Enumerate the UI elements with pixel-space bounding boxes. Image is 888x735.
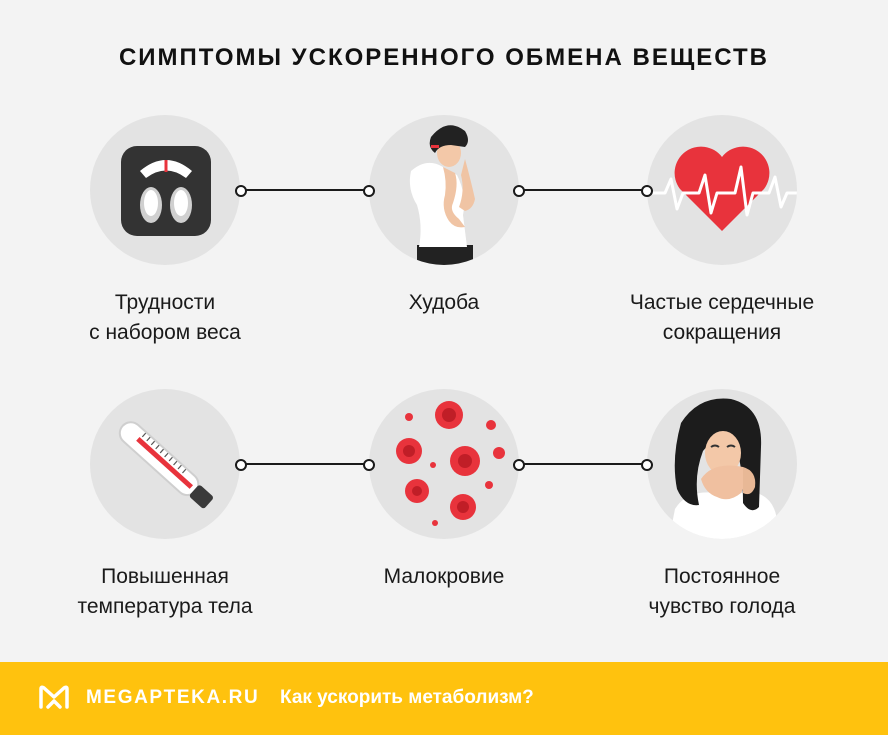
symptom-circle-hunger: [647, 389, 797, 539]
connector-line: [243, 189, 367, 191]
connector-dot: [363, 459, 375, 471]
blood-cells-icon: [396, 401, 505, 526]
symptom-label-weight: Трудности с набором веса: [89, 291, 241, 344]
connector-line: [243, 463, 367, 465]
symptom-circle-heartbeat: [647, 115, 797, 265]
megapteka-logo-icon: [39, 685, 69, 709]
metabolism-article-link[interactable]: Как ускорить метаболизм?: [280, 687, 534, 708]
page-title: СИМПТОМЫ УСКОРЕННОГО ОБМЕНА ВЕЩЕСТВ: [118, 44, 770, 71]
heartbeat-icon: [647, 146, 797, 231]
connector-dot: [235, 459, 247, 471]
brand-name[interactable]: MEGAPTEKA.RU: [86, 687, 260, 708]
symptom-circle-temperature: [90, 389, 240, 539]
symptom-circle-anemia: [369, 389, 519, 539]
symptom-label-heartbeat: Частые сердечные сокращения: [629, 291, 815, 344]
symptom-label-hunger: Постоянное чувство голода: [648, 565, 796, 618]
symptom-label-thinness: Худоба: [408, 291, 480, 314]
thin-woman-icon: [409, 125, 475, 265]
connector-line: [521, 463, 645, 465]
symptom-label-temperature: Повышенная температура тела: [77, 565, 253, 618]
connector-dot: [641, 185, 653, 197]
thermometer-icon: [118, 421, 213, 509]
scale-icon: [121, 146, 211, 236]
connector-dot: [641, 459, 653, 471]
symptom-circle-weight: [90, 115, 240, 265]
symptom-label-anemia: Малокровие: [383, 565, 505, 588]
hungry-woman-icon: [669, 398, 778, 539]
symptom-circle-thinness: [369, 115, 519, 265]
connector-dot: [513, 185, 525, 197]
connector-line: [521, 189, 645, 191]
footer-bar: MEGAPTEKA.RU Как ускорить метаболизм?: [0, 662, 888, 735]
connector-dot: [363, 185, 375, 197]
connector-dot: [513, 459, 525, 471]
connector-dot: [235, 185, 247, 197]
